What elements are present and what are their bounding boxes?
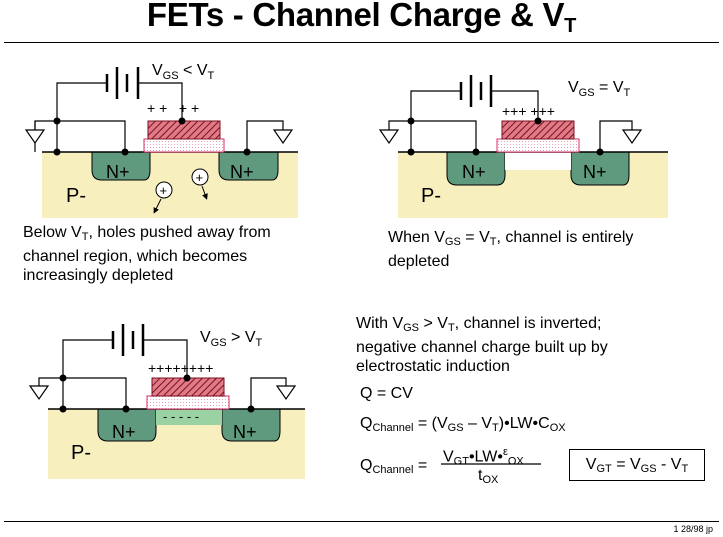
junction-dot	[534, 117, 542, 125]
junction-dot	[407, 117, 415, 125]
junction-dot	[53, 148, 61, 156]
hole-symbol: +	[196, 170, 204, 185]
caption-at-vt: When VGS = VT, channel is entirely deple…	[388, 229, 634, 270]
wire	[34, 120, 126, 152]
battery-icon	[111, 324, 145, 356]
source-label: N+	[112, 422, 136, 442]
caption-below-vt: Below VT, holes pushed away from channel…	[23, 224, 271, 284]
hole-arrow	[153, 198, 162, 214]
wire	[599, 120, 633, 152]
wire	[56, 82, 107, 152]
wire	[491, 90, 539, 121]
junction-dot	[596, 148, 604, 156]
drain-label: N+	[233, 422, 257, 442]
ground-icon	[275, 385, 297, 401]
wire	[138, 82, 183, 121]
wire	[38, 377, 127, 409]
panel-above-vt: VGS > VT ++++++++ - - - - - N+ N+ P-	[28, 324, 305, 479]
hole-arrow	[201, 185, 208, 200]
vgs-label: VGS > VT	[200, 329, 262, 349]
drain-diffusion	[218, 151, 279, 181]
gate-oxide	[146, 395, 230, 410]
ground-icon	[378, 129, 400, 145]
ground-icon	[28, 385, 50, 401]
source-label: N+	[462, 162, 486, 182]
wire	[410, 90, 461, 152]
source-diffusion	[446, 151, 506, 186]
junction-dot	[122, 405, 130, 413]
gate-oxide	[143, 138, 225, 153]
footer-rule	[4, 521, 719, 522]
equation-q-channel: QChannel = (VGS – VT)•LW•COX	[360, 415, 566, 434]
panel-below-vt: VGS < VT + + + + N+ N+ P- + +	[24, 62, 298, 218]
junction-dot	[53, 117, 61, 125]
junction-dot	[472, 148, 480, 156]
substrate-label: P-	[421, 185, 441, 207]
page-title: FETs - Channel Charge & VT	[146, 0, 577, 37]
channel-charge: - - - - -	[163, 409, 199, 424]
junction-dot	[183, 374, 191, 382]
battery-icon	[459, 75, 493, 107]
battery-icon	[105, 67, 140, 99]
equation-q-channel-vgt-lhs: QChannel =	[360, 457, 428, 476]
panel-at-vt: VGS = VT +++ +++ N+ N+ P-	[378, 75, 668, 218]
source-diffusion	[97, 408, 157, 442]
equation-numerator: VGT•LW•εOX	[443, 446, 524, 468]
drain-label: N+	[230, 162, 254, 182]
ground-icon	[621, 129, 643, 145]
vgt-definition-box: VGT = VGS - VT	[569, 449, 705, 481]
gate-oxide	[496, 138, 580, 153]
junction-dot	[121, 148, 129, 156]
wire	[246, 120, 284, 152]
junction-dot	[243, 148, 251, 156]
wire	[62, 339, 113, 409]
caption-above-vt: With VGS > VT, channel is inverted; nega…	[356, 315, 608, 375]
junction-dot	[247, 405, 255, 413]
vgs-label: VGS < VT	[152, 62, 214, 82]
gate-charge: ++++++++	[148, 360, 213, 376]
substrate-label: P-	[71, 442, 91, 464]
ground-icon	[272, 129, 294, 145]
source-label: N+	[106, 162, 130, 182]
drain-diffusion	[570, 151, 630, 186]
title-rule	[4, 42, 719, 43]
gate-charge: +++ +++	[502, 103, 555, 119]
junction-dot	[178, 117, 186, 125]
junction-dot	[407, 148, 415, 156]
hole-icon	[191, 168, 209, 186]
inversion-channel	[156, 409, 222, 425]
wire	[388, 120, 477, 152]
hole-symbol: +	[160, 183, 168, 198]
source-diffusion	[91, 151, 151, 181]
substrate-label: P-	[66, 185, 86, 207]
junction-dot	[59, 374, 67, 382]
junction-dot	[59, 405, 67, 413]
hole-icon	[155, 181, 173, 199]
footer-date: 1 28/98 jp	[673, 524, 713, 534]
ground-icon	[24, 129, 46, 145]
wire	[250, 377, 287, 409]
equation-q-cv: Q = CV	[360, 385, 413, 402]
depletion-region	[505, 152, 571, 170]
vgs-label: VGS = VT	[568, 79, 630, 99]
gate-charge: + + + +	[147, 100, 199, 116]
equation-denominator: tOX	[478, 467, 499, 486]
drain-diffusion	[221, 408, 281, 442]
wire	[143, 339, 188, 378]
drain-label: N+	[583, 162, 607, 182]
